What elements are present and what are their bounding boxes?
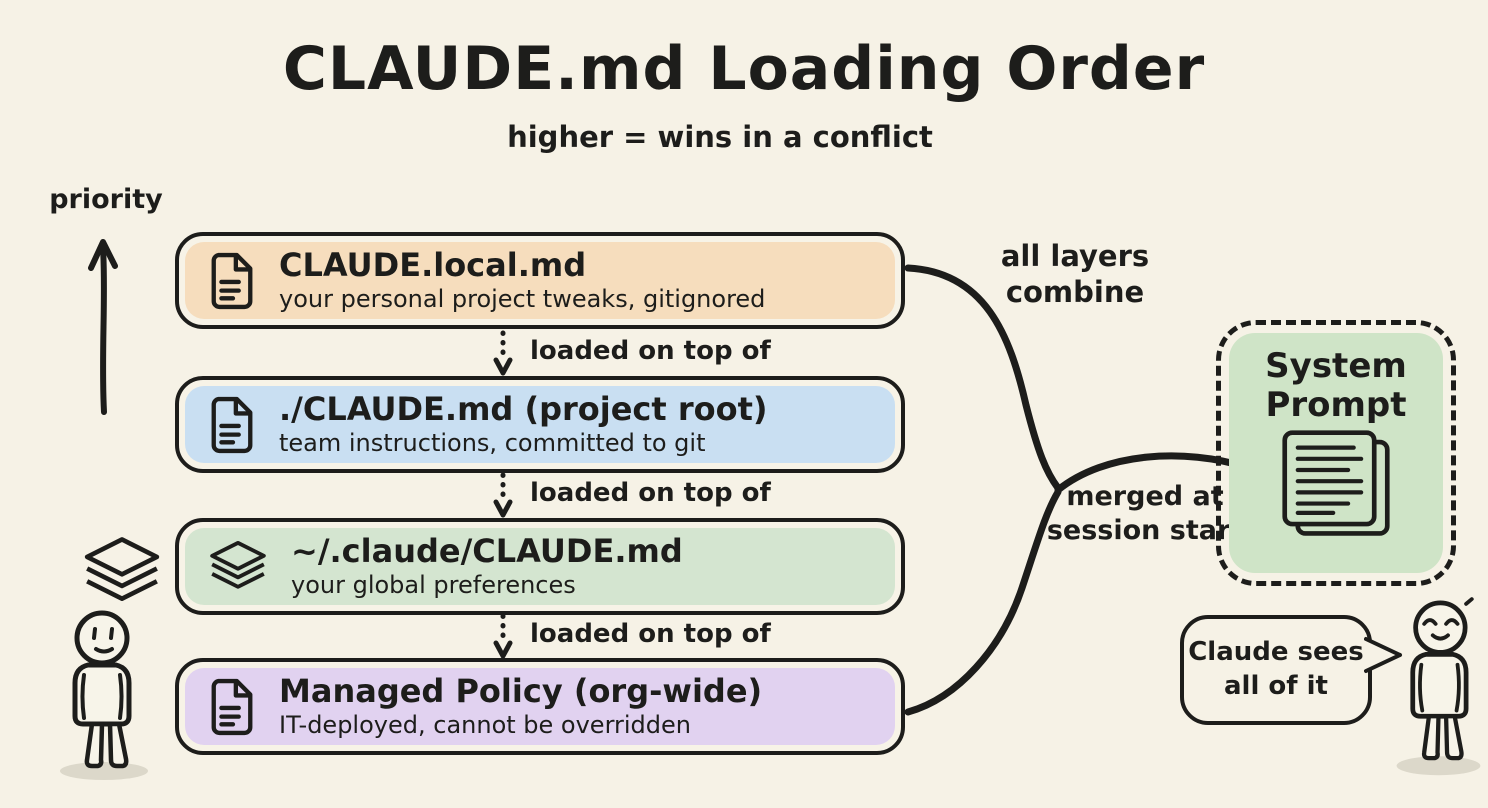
layer-box-project-claude-md: ./CLAUDE.md (project root) team instruct… <box>175 376 905 473</box>
loaded-on-top-row: loaded on top of <box>492 472 771 518</box>
layer-box-claude-local-md: CLAUDE.local.md your personal project tw… <box>175 232 905 329</box>
layer-box-managed-policy: Managed Policy (org-wide) IT-deployed, c… <box>175 658 905 755</box>
page-subtitle: higher = wins in a conflict <box>507 120 933 154</box>
loaded-on-top-label: loaded on top of <box>530 336 771 366</box>
layer-box-user-claude-md: ~/.claude/CLAUDE.md your global preferen… <box>175 518 905 615</box>
priority-label: priority <box>49 184 163 215</box>
loaded-on-top-label: loaded on top of <box>530 478 771 508</box>
file-text-icon <box>211 396 253 453</box>
loaded-on-top-row: loaded on top of <box>492 613 771 659</box>
layer-description: your personal project tweaks, gitignored <box>279 284 766 313</box>
layer-description: IT-deployed, cannot be overridden <box>279 710 691 739</box>
speech-bubble-tail <box>1364 637 1402 673</box>
page-title: CLAUDE.md Loading Order <box>282 34 1206 104</box>
file-text-icon <box>211 678 253 735</box>
layer-name: ./CLAUDE.md (project root) <box>279 390 768 429</box>
layer-description: your global preferences <box>291 570 576 599</box>
layer-description: team instructions, committed to git <box>279 428 706 457</box>
system-prompt-box: System Prompt <box>1216 320 1456 586</box>
layers-icon <box>210 540 266 589</box>
loaded-on-top-label: loaded on top of <box>530 619 771 649</box>
system-prompt-title: System Prompt <box>1265 346 1407 426</box>
document-stack-icon <box>1282 430 1390 536</box>
layer-name: CLAUDE.local.md <box>279 246 587 285</box>
file-text-icon <box>211 252 253 309</box>
layer-name: Managed Policy (org-wide) <box>279 672 763 711</box>
dotted-down-arrow-icon <box>493 330 513 376</box>
priority-up-arrow-icon <box>88 239 118 415</box>
layers-stack-icon <box>84 537 160 602</box>
speech-bubble: Claude sees all of it <box>1180 615 1372 725</box>
claude-figure <box>1396 597 1481 776</box>
user-figure <box>60 610 148 780</box>
layer-name: ~/.claude/CLAUDE.md <box>291 532 683 571</box>
dotted-down-arrow-icon <box>493 472 513 518</box>
dotted-down-arrow-icon <box>493 613 513 659</box>
speech-bubble-text: Claude sees all of it <box>1188 637 1364 701</box>
all-layers-combine-label: all layers combine <box>1000 239 1150 310</box>
merged-at-session-start-label: merged at session start <box>1046 481 1244 546</box>
loaded-on-top-row: loaded on top of <box>492 330 771 376</box>
